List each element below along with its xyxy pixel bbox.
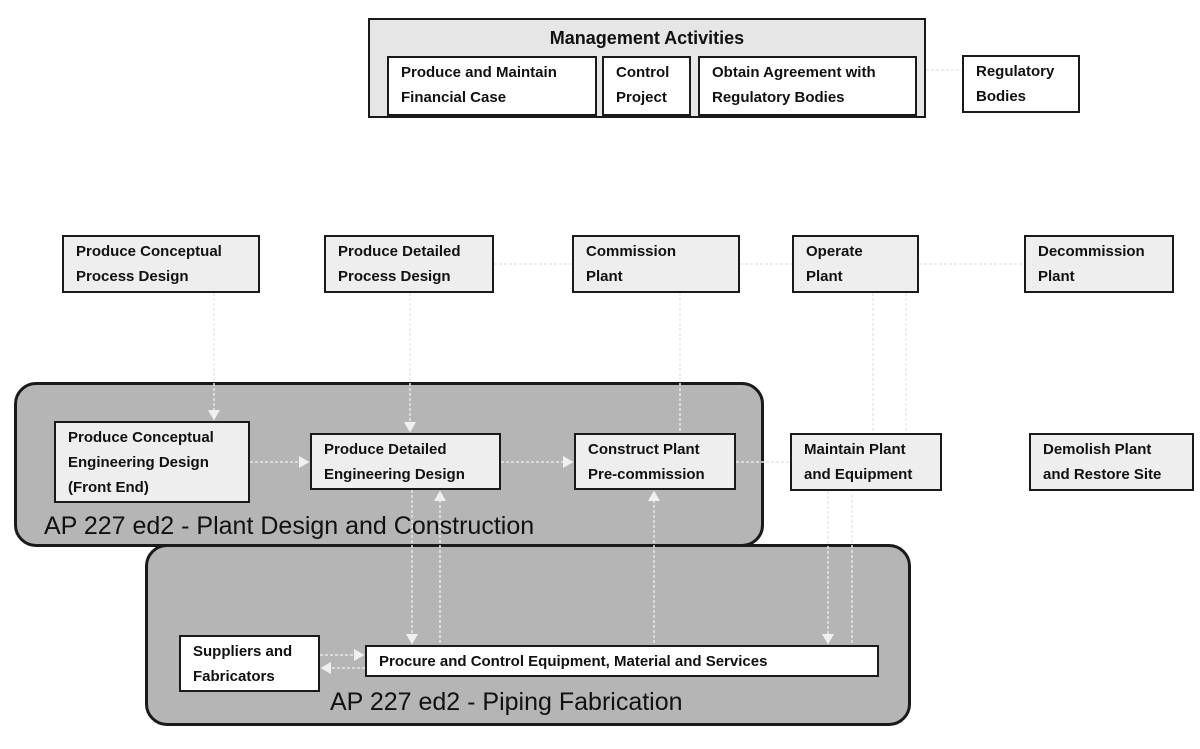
- box-text: Suppliers and: [193, 643, 293, 660]
- group-label-plant-design: AP 227 ed2 - Plant Design and Constructi…: [44, 512, 535, 540]
- activity-regulatory-agreement[interactable]: Obtain Agreement with Regulatory Bodies: [698, 56, 917, 116]
- eng-construct-plant[interactable]: Construct Plant Pre-commission: [574, 433, 736, 490]
- box-text: Commission: [586, 243, 677, 260]
- box-text: Demolish Plant: [1043, 441, 1152, 458]
- eng-maintain-plant[interactable]: Maintain Plant and Equipment: [790, 433, 942, 491]
- box-text: Project: [616, 89, 667, 106]
- lifecycle-conceptual-process-design[interactable]: Produce Conceptual Process Design: [62, 235, 260, 293]
- box-text: Engineering Design: [324, 466, 465, 483]
- box-text: Produce Conceptual: [68, 429, 214, 446]
- box-text: Operate: [806, 243, 863, 260]
- eng-demolish-plant[interactable]: Demolish Plant and Restore Site: [1029, 433, 1194, 491]
- box-text: Plant: [1038, 268, 1075, 285]
- box-text: Process Design: [338, 268, 451, 285]
- box-text: Produce Detailed: [324, 441, 447, 458]
- lifecycle-commission-plant[interactable]: Commission Plant: [572, 235, 740, 293]
- box-text: Maintain Plant: [804, 441, 906, 458]
- box-text: Construct Plant: [588, 441, 700, 458]
- box-text: Pre-commission: [588, 466, 705, 483]
- box-text: Procure and Control Equipment, Material …: [379, 653, 768, 670]
- management-activities-title: Management Activities: [549, 28, 745, 48]
- box-text: Regulatory Bodies: [712, 89, 845, 106]
- box-text: Produce and Maintain: [401, 64, 557, 81]
- procure-control-box[interactable]: Procure and Control Equipment, Material …: [365, 645, 879, 677]
- activity-control-project[interactable]: Control Project: [602, 56, 691, 116]
- box-text: Process Design: [76, 268, 189, 285]
- activity-financial-case[interactable]: Produce and Maintain Financial Case: [387, 56, 597, 116]
- box-text: Bodies: [976, 88, 1027, 105]
- suppliers-fabricators-box[interactable]: Suppliers and Fabricators: [179, 635, 320, 692]
- box-text: and Equipment: [804, 466, 913, 483]
- box-text: Plant: [806, 268, 843, 285]
- eng-conceptual-engineering-design[interactable]: Produce Conceptual Engineering Design (F…: [54, 421, 250, 503]
- lifecycle-detailed-process-design[interactable]: Produce Detailed Process Design: [324, 235, 494, 293]
- group-label-piping-fabrication: AP 227 ed2 - Piping Fabrication: [330, 688, 683, 716]
- regulatory-bodies-box[interactable]: Regulatory Bodies: [962, 55, 1080, 113]
- box-text: Produce Detailed: [338, 243, 461, 260]
- box-text: Engineering Design: [68, 454, 209, 471]
- lifecycle-operate-plant[interactable]: Operate Plant: [792, 235, 919, 293]
- box-text: Regulatory: [976, 63, 1055, 80]
- box-text: Decommission: [1038, 243, 1145, 260]
- lifecycle-decommission-plant[interactable]: Decommission Plant: [1024, 235, 1174, 293]
- box-text: Financial Case: [401, 89, 507, 106]
- box-text: Produce Conceptual: [76, 243, 222, 260]
- box-text: Fabricators: [193, 668, 275, 685]
- box-text: and Restore Site: [1043, 466, 1162, 483]
- box-text: Obtain Agreement with: [712, 64, 876, 81]
- box-text: Control: [616, 64, 670, 81]
- box-text: Plant: [586, 268, 623, 285]
- eng-detailed-engineering-design[interactable]: Produce Detailed Engineering Design: [310, 433, 501, 490]
- management-activities-panel: Management Activities Produce and Mainta…: [368, 18, 926, 118]
- box-text: (Front End): [68, 479, 149, 496]
